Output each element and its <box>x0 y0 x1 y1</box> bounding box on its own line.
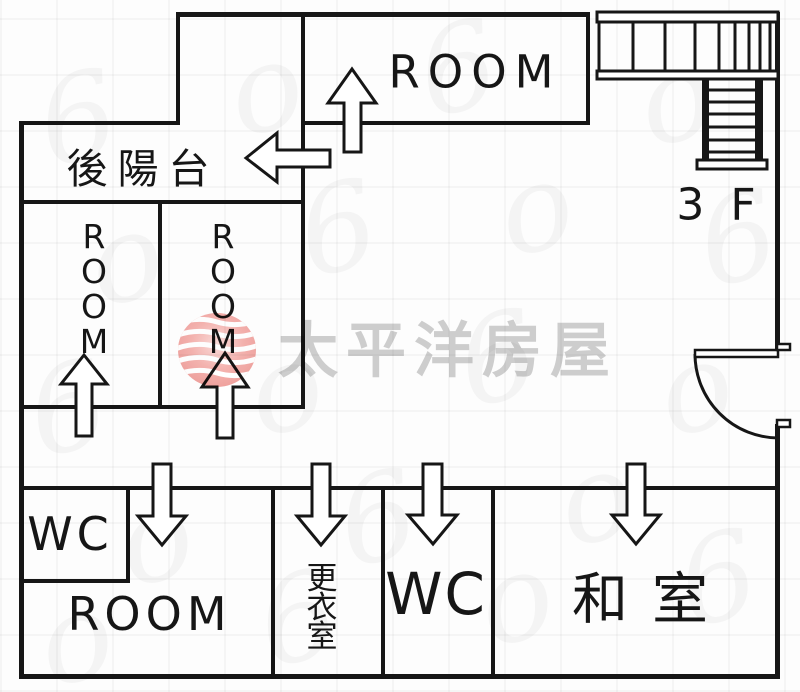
wall-top <box>176 12 590 17</box>
wall-rooms-bottom <box>19 405 305 409</box>
door-swing-arc <box>693 353 780 440</box>
stair-treads <box>597 22 772 71</box>
arrow-up-right-room <box>199 350 251 440</box>
arrow-down-dressing-room <box>293 462 349 548</box>
label-tatami-room: 和室 <box>572 567 732 633</box>
stair-top-rail <box>595 10 780 24</box>
label-wc-large: WC <box>385 560 487 628</box>
label-bottom-room: ROOM <box>67 587 232 641</box>
wall-left-outer <box>19 121 24 679</box>
wall-top-left-vert <box>176 12 180 125</box>
label-dressing-room: 更衣室 <box>300 561 337 649</box>
stair-ladder-right-rail <box>755 79 763 163</box>
arrow-down-bottom-room <box>134 462 190 548</box>
door-jamb-bottom <box>775 418 792 429</box>
label-top-room: ROOM <box>388 45 562 99</box>
label-left-room: ROOM <box>74 217 114 357</box>
stair-mid-rail <box>595 69 780 81</box>
arrow-up-left-room <box>57 352 111 438</box>
label-wc-small: WC <box>27 507 113 561</box>
stair-ladder-left-rail <box>702 79 709 163</box>
wall-bottom-outer <box>19 674 780 679</box>
flow-arrows <box>57 66 664 548</box>
wall-right-upper <box>775 12 780 350</box>
wall-top-room-bottom <box>301 121 590 125</box>
arrow-down-tatami-room <box>608 462 664 547</box>
arrow-up-top-room <box>325 66 379 154</box>
wall-balcony-top <box>19 121 180 125</box>
entry-door <box>693 342 792 440</box>
wall-dressing-right <box>381 486 385 679</box>
stair-ladder-rungs <box>709 88 755 154</box>
wall-wc-small-right <box>126 486 130 583</box>
wall-wc-small-bottom <box>19 579 130 583</box>
door-leaf <box>693 348 780 359</box>
door-jamb-top <box>775 342 792 352</box>
wall-lower-rooms-top <box>19 486 780 490</box>
wall-room-divider <box>158 200 162 409</box>
wall-tatami-left <box>491 486 495 679</box>
staircase <box>595 10 780 171</box>
wall-dressing-left <box>271 486 275 679</box>
walls <box>19 12 780 679</box>
stair-ladder-bottom-rail <box>695 158 769 171</box>
label-floor: 3 F <box>676 179 762 231</box>
label-right-room: ROOM <box>203 217 243 357</box>
label-back-balcony: 後陽台 <box>66 145 220 193</box>
arrow-left-balcony <box>243 129 332 186</box>
wall-corridor-vert <box>301 12 305 409</box>
wall-top-room-right <box>586 12 590 125</box>
arrow-down-wc-large <box>404 462 461 547</box>
wall-right-lower <box>775 424 780 679</box>
